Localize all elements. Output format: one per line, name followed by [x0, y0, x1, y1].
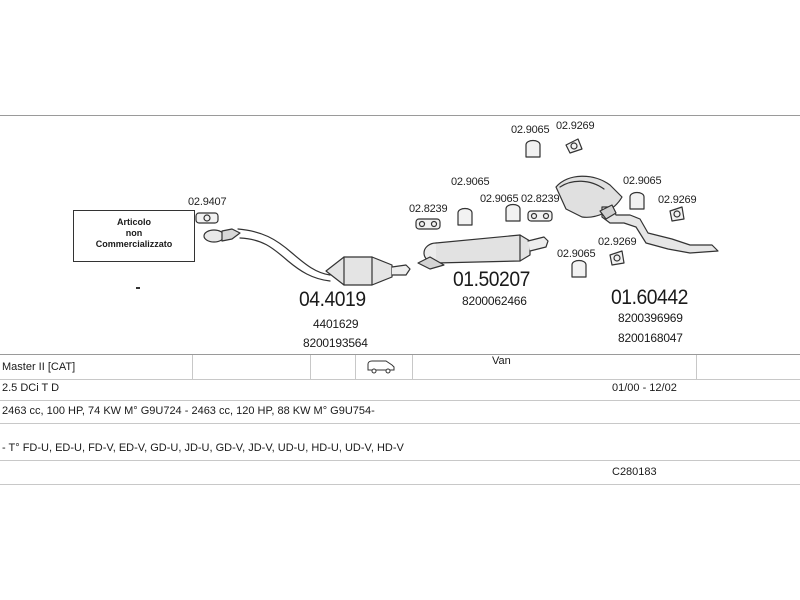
hanger-02-9065-b-drawing [505, 203, 521, 222]
note-line-1: Articolo [116, 217, 151, 227]
info-row-model: Master II [CAT] Van [0, 355, 800, 380]
column-divider [310, 355, 311, 379]
variant-codes: - T° FD-U, ED-U, FD-V, ED-V, GD-U, JD-U,… [2, 442, 404, 454]
note-line-2: non [125, 228, 143, 238]
clamp-02-8239-a-drawing [415, 218, 441, 230]
not-available-note: Articolo non Commercializzato [73, 210, 195, 262]
part-01-60442-code[interactable]: 01.60442 [611, 286, 688, 309]
front-pipe-drawing [203, 228, 411, 286]
ring-02-9269-low-drawing [609, 250, 625, 266]
diagram-top-border [0, 115, 800, 116]
reference-dot [136, 287, 140, 289]
part-02-9065-a-label[interactable]: 02.9065 [451, 176, 490, 188]
part-02-9065-right-label[interactable]: 02.9065 [623, 175, 662, 187]
exhaust-system-diagram [136, 138, 719, 289]
hanger-02-9065-a-drawing [457, 207, 473, 226]
engine-name: 2.5 DCi T D [2, 382, 60, 394]
ring-02-9269-top-drawing [565, 138, 583, 154]
part-01-60442-oem-2: 8200168047 [618, 331, 683, 345]
info-row-variants: - T° FD-U, ED-U, FD-V, ED-V, GD-U, JD-U,… [0, 436, 800, 461]
part-04-4019-oem-1: 4401629 [313, 317, 359, 331]
part-04-4019-oem-2: 8200193564 [303, 336, 368, 350]
info-top-border [0, 354, 800, 355]
part-02-9065-low-label[interactable]: 02.9065 [557, 248, 596, 260]
column-divider [192, 355, 193, 379]
hanger-02-9065-top-drawing [525, 139, 541, 158]
production-dates: 01/00 - 12/02 [612, 382, 677, 394]
body-type: Van [492, 355, 511, 367]
hanger-02-9065-low-drawing [571, 259, 587, 278]
part-02-9269-top-label[interactable]: 02.9269 [556, 120, 595, 132]
part-01-50207-oem: 8200062466 [462, 294, 527, 308]
part-04-4019-code[interactable]: 04.4019 [299, 288, 366, 311]
vehicle-model: Master II [CAT] [2, 361, 76, 373]
middle-silencer-drawing [417, 234, 549, 270]
part-02-8239-b-label[interactable]: 02.8239 [521, 193, 560, 205]
part-02-9065-top-label[interactable]: 02.9065 [511, 124, 550, 136]
ring-02-9269-right-drawing [669, 206, 685, 222]
note-line-3: Commercializzato [95, 239, 173, 249]
clamp-02-8239-b-drawing [527, 210, 553, 222]
part-01-50207-code[interactable]: 01.50207 [453, 268, 530, 291]
catalog-code: C280183 [612, 466, 657, 478]
part-02-9269-low-label[interactable]: 02.9269 [598, 236, 637, 248]
column-divider [696, 355, 697, 379]
info-row-specs: 2463 cc, 100 HP, 74 KW M° G9U724 - 2463 … [0, 399, 800, 424]
part-02-9269-right-label[interactable]: 02.9269 [658, 194, 697, 206]
van-icon [366, 359, 396, 375]
part-02-9065-b-label[interactable]: 02.9065 [480, 193, 519, 205]
hanger-02-9065-right-drawing [629, 191, 645, 210]
column-divider [412, 355, 413, 379]
info-row-engine: 2.5 DCi T D 01/00 - 12/02 [0, 376, 800, 401]
part-02-8239-a-label[interactable]: 02.8239 [409, 203, 448, 215]
engine-specs: 2463 cc, 100 HP, 74 KW M° G9U724 - 2463 … [2, 405, 375, 417]
part-02-9407-label[interactable]: 02.9407 [188, 196, 227, 208]
clamp-02-9407-drawing [195, 212, 219, 224]
column-divider [355, 355, 356, 379]
part-01-60442-oem-1: 8200396969 [618, 311, 683, 325]
info-row-catalog: C280183 [0, 460, 800, 485]
rear-silencer-drawing [555, 175, 719, 254]
